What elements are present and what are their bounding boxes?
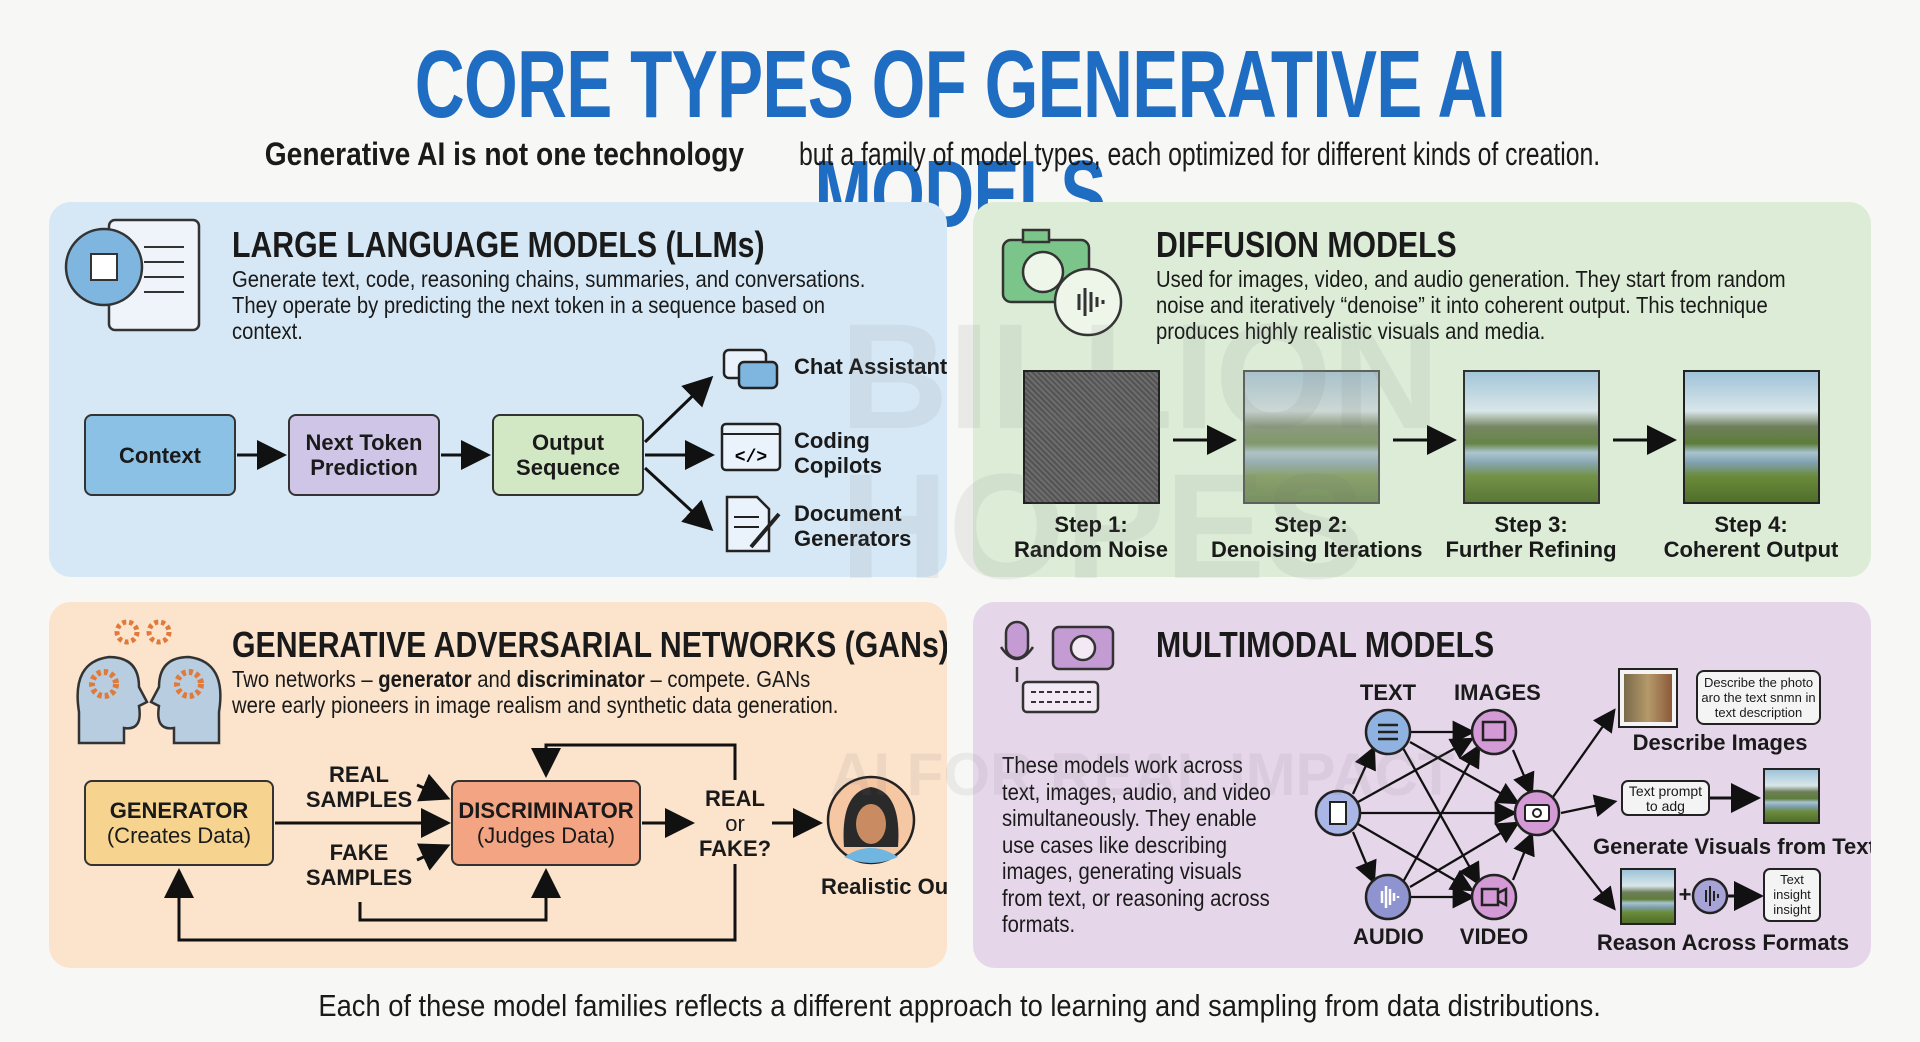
flow-box-context: Context (84, 414, 236, 496)
subtitle-bold: Generative AI is not one technology (265, 136, 745, 172)
images-node-icon (1470, 708, 1518, 756)
llm-panel: LARGE LANGUAGE MODELS (LLMs) Generate te… (49, 202, 947, 577)
node-label-audio: AUDIO (1353, 924, 1424, 949)
generator-box: GENERATOR(Creates Data) (84, 780, 274, 866)
diffusion-arrows (1173, 425, 1677, 455)
describe-bubble: Describe the photo aro the text snmn in … (1696, 670, 1821, 725)
fake-samples-label: FAKE SAMPLES (305, 840, 413, 890)
code-icon: </> (720, 422, 782, 472)
text-prompt-box: Text prompt to adg (1621, 780, 1710, 816)
page-title: CORE TYPES OF GENERATIVE AI MODELS (414, 31, 1506, 248)
flow-box-next-token: Next Token Prediction (288, 414, 440, 496)
llm-flow-arrows (237, 375, 715, 532)
reason-image-thumbnail (1620, 868, 1676, 925)
describe-photo-thumbnail (1618, 668, 1678, 728)
insight-bubble: Text insight insight (1763, 868, 1821, 922)
node-label-text: TEXT (1359, 680, 1417, 705)
realistic-output-label: Realistic Output (821, 874, 947, 899)
heads-gears-icon (76, 619, 222, 745)
gan-arrows (164, 743, 823, 942)
step3-label: Step 3:Further Refining (1445, 512, 1617, 562)
step2-label: Step 2:Denoising Iterations (1211, 512, 1423, 562)
subtitle-rest: but a family of model types, each optimi… (799, 136, 1601, 172)
chat-icon (722, 348, 779, 390)
gan-panel: GENERATIVE ADVERSARIAL NETWORKS (GANs) T… (49, 602, 947, 968)
output-chat-assistants: Chat Assistants (794, 354, 947, 379)
llm-heading: LARGE LANGUAGE MODELS (LLMs) (232, 224, 765, 265)
step4-label: Step 4:Coherent Output (1663, 512, 1839, 562)
step4-image (1683, 370, 1820, 504)
node-label-images: IMAGES (1454, 680, 1541, 705)
llm-description: Generate text, code, reasoning chains, s… (232, 266, 866, 344)
diffusion-panel: DIFFUSION MODELS Used for images, video,… (973, 202, 1871, 577)
output-coding-copilots: Coding Copilots (794, 428, 882, 478)
step1-noise-image (1023, 370, 1160, 504)
step2-image (1243, 370, 1380, 504)
reason-audio-icon (1691, 877, 1729, 915)
reason-across-formats-label: Reason Across Formats (1596, 930, 1850, 955)
llm-icon (64, 218, 201, 332)
camera-audio-icon (1001, 228, 1123, 337)
generate-visuals-label: Generate Visuals from Text (1593, 834, 1871, 859)
subtitle: Generative AI is not one technology but … (0, 136, 1920, 173)
audio-node-icon (1364, 873, 1412, 921)
gan-heading: GENERATIVE ADVERSARIAL NETWORKS (GANs) (232, 624, 947, 665)
person-avatar-icon (826, 775, 916, 865)
gan-description: Two networks – generator and discriminat… (232, 666, 839, 718)
step1-label: Step 1:Random Noise (1013, 512, 1169, 562)
mic-camera-keyboard-icon (999, 620, 1115, 714)
watermark-line2: HOPES (840, 442, 1366, 610)
real-samples-label: REAL SAMPLES (305, 762, 413, 812)
discriminator-box: DISCRIMINATOR(Judges Data) (451, 780, 641, 866)
text-node-icon (1364, 708, 1412, 756)
document-icon (725, 495, 781, 553)
describe-images-label: Describe Images (1632, 730, 1808, 755)
watermark-line3: AI FOR REAL IMPACT (830, 741, 1455, 808)
modality-network (1314, 708, 1764, 921)
diffusion-description: Used for images, video, and audio genera… (1156, 266, 1786, 344)
watermark-line1: BILLION (840, 292, 1440, 460)
footer-text: Each of these model families reflects a … (318, 988, 1602, 1023)
flow-box-output-sequence: Output Sequence (492, 414, 644, 496)
step3-image (1463, 370, 1600, 504)
multimodal-heading: MULTIMODAL MODELS (1156, 624, 1495, 665)
video-node-icon (1470, 873, 1518, 921)
document-node-icon (1314, 789, 1362, 837)
svg-text:</>: </> (735, 448, 767, 468)
generated-visual-thumbnail (1763, 768, 1820, 824)
multimodal-panel: MULTIMODAL MODELS These models work acro… (973, 602, 1871, 968)
multimodal-description: These models work across text, images, a… (1002, 752, 1271, 937)
camera-node-icon (1513, 789, 1561, 837)
plus-sign: + (1678, 882, 1692, 907)
diffusion-heading: DIFFUSION MODELS (1156, 224, 1457, 265)
output-document-generators: Document Generators (794, 501, 912, 551)
node-label-video: VIDEO (1459, 924, 1529, 949)
